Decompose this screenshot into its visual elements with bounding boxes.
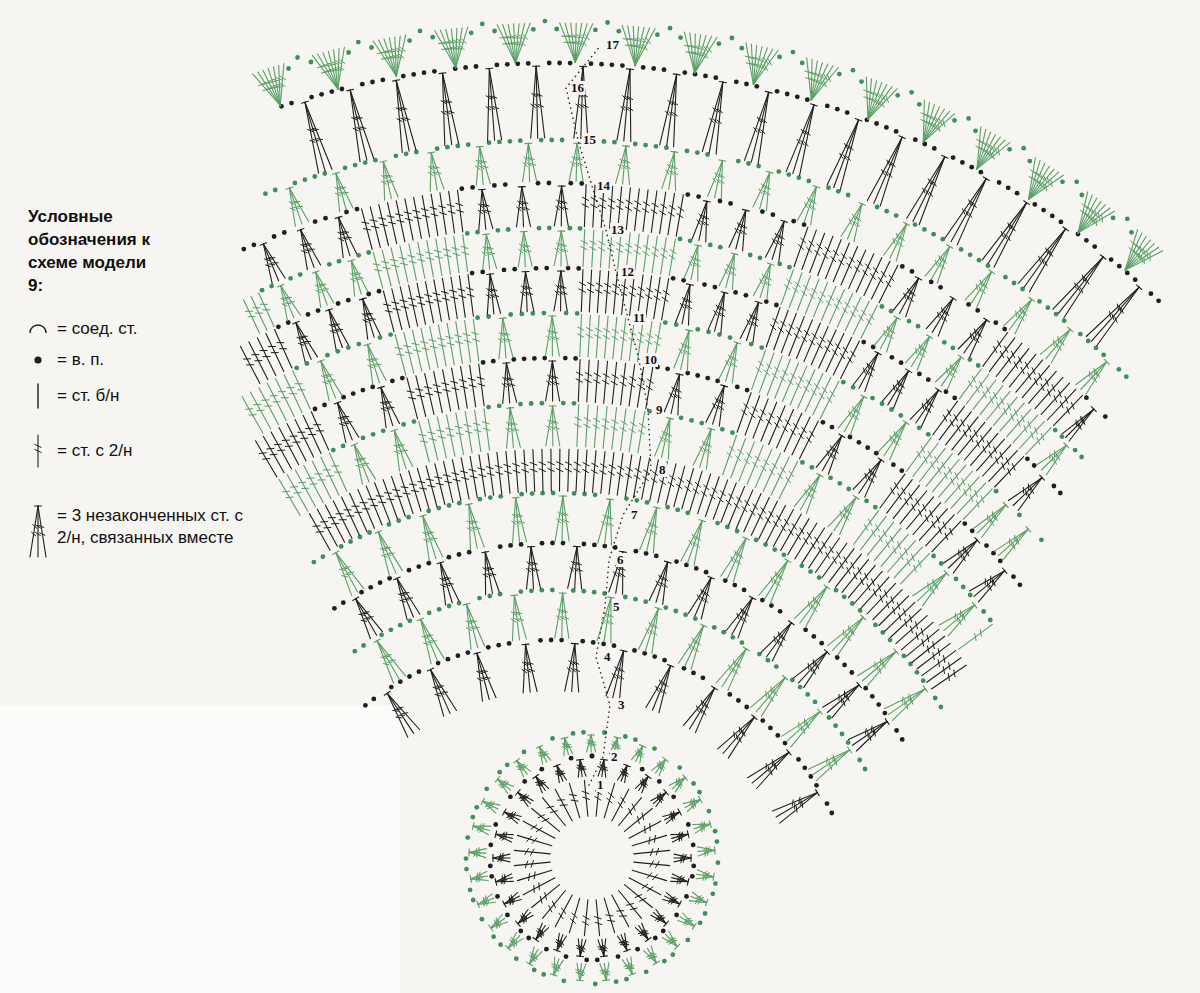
page: 1234567891011121314151617Условные обозна… xyxy=(0,0,1200,993)
